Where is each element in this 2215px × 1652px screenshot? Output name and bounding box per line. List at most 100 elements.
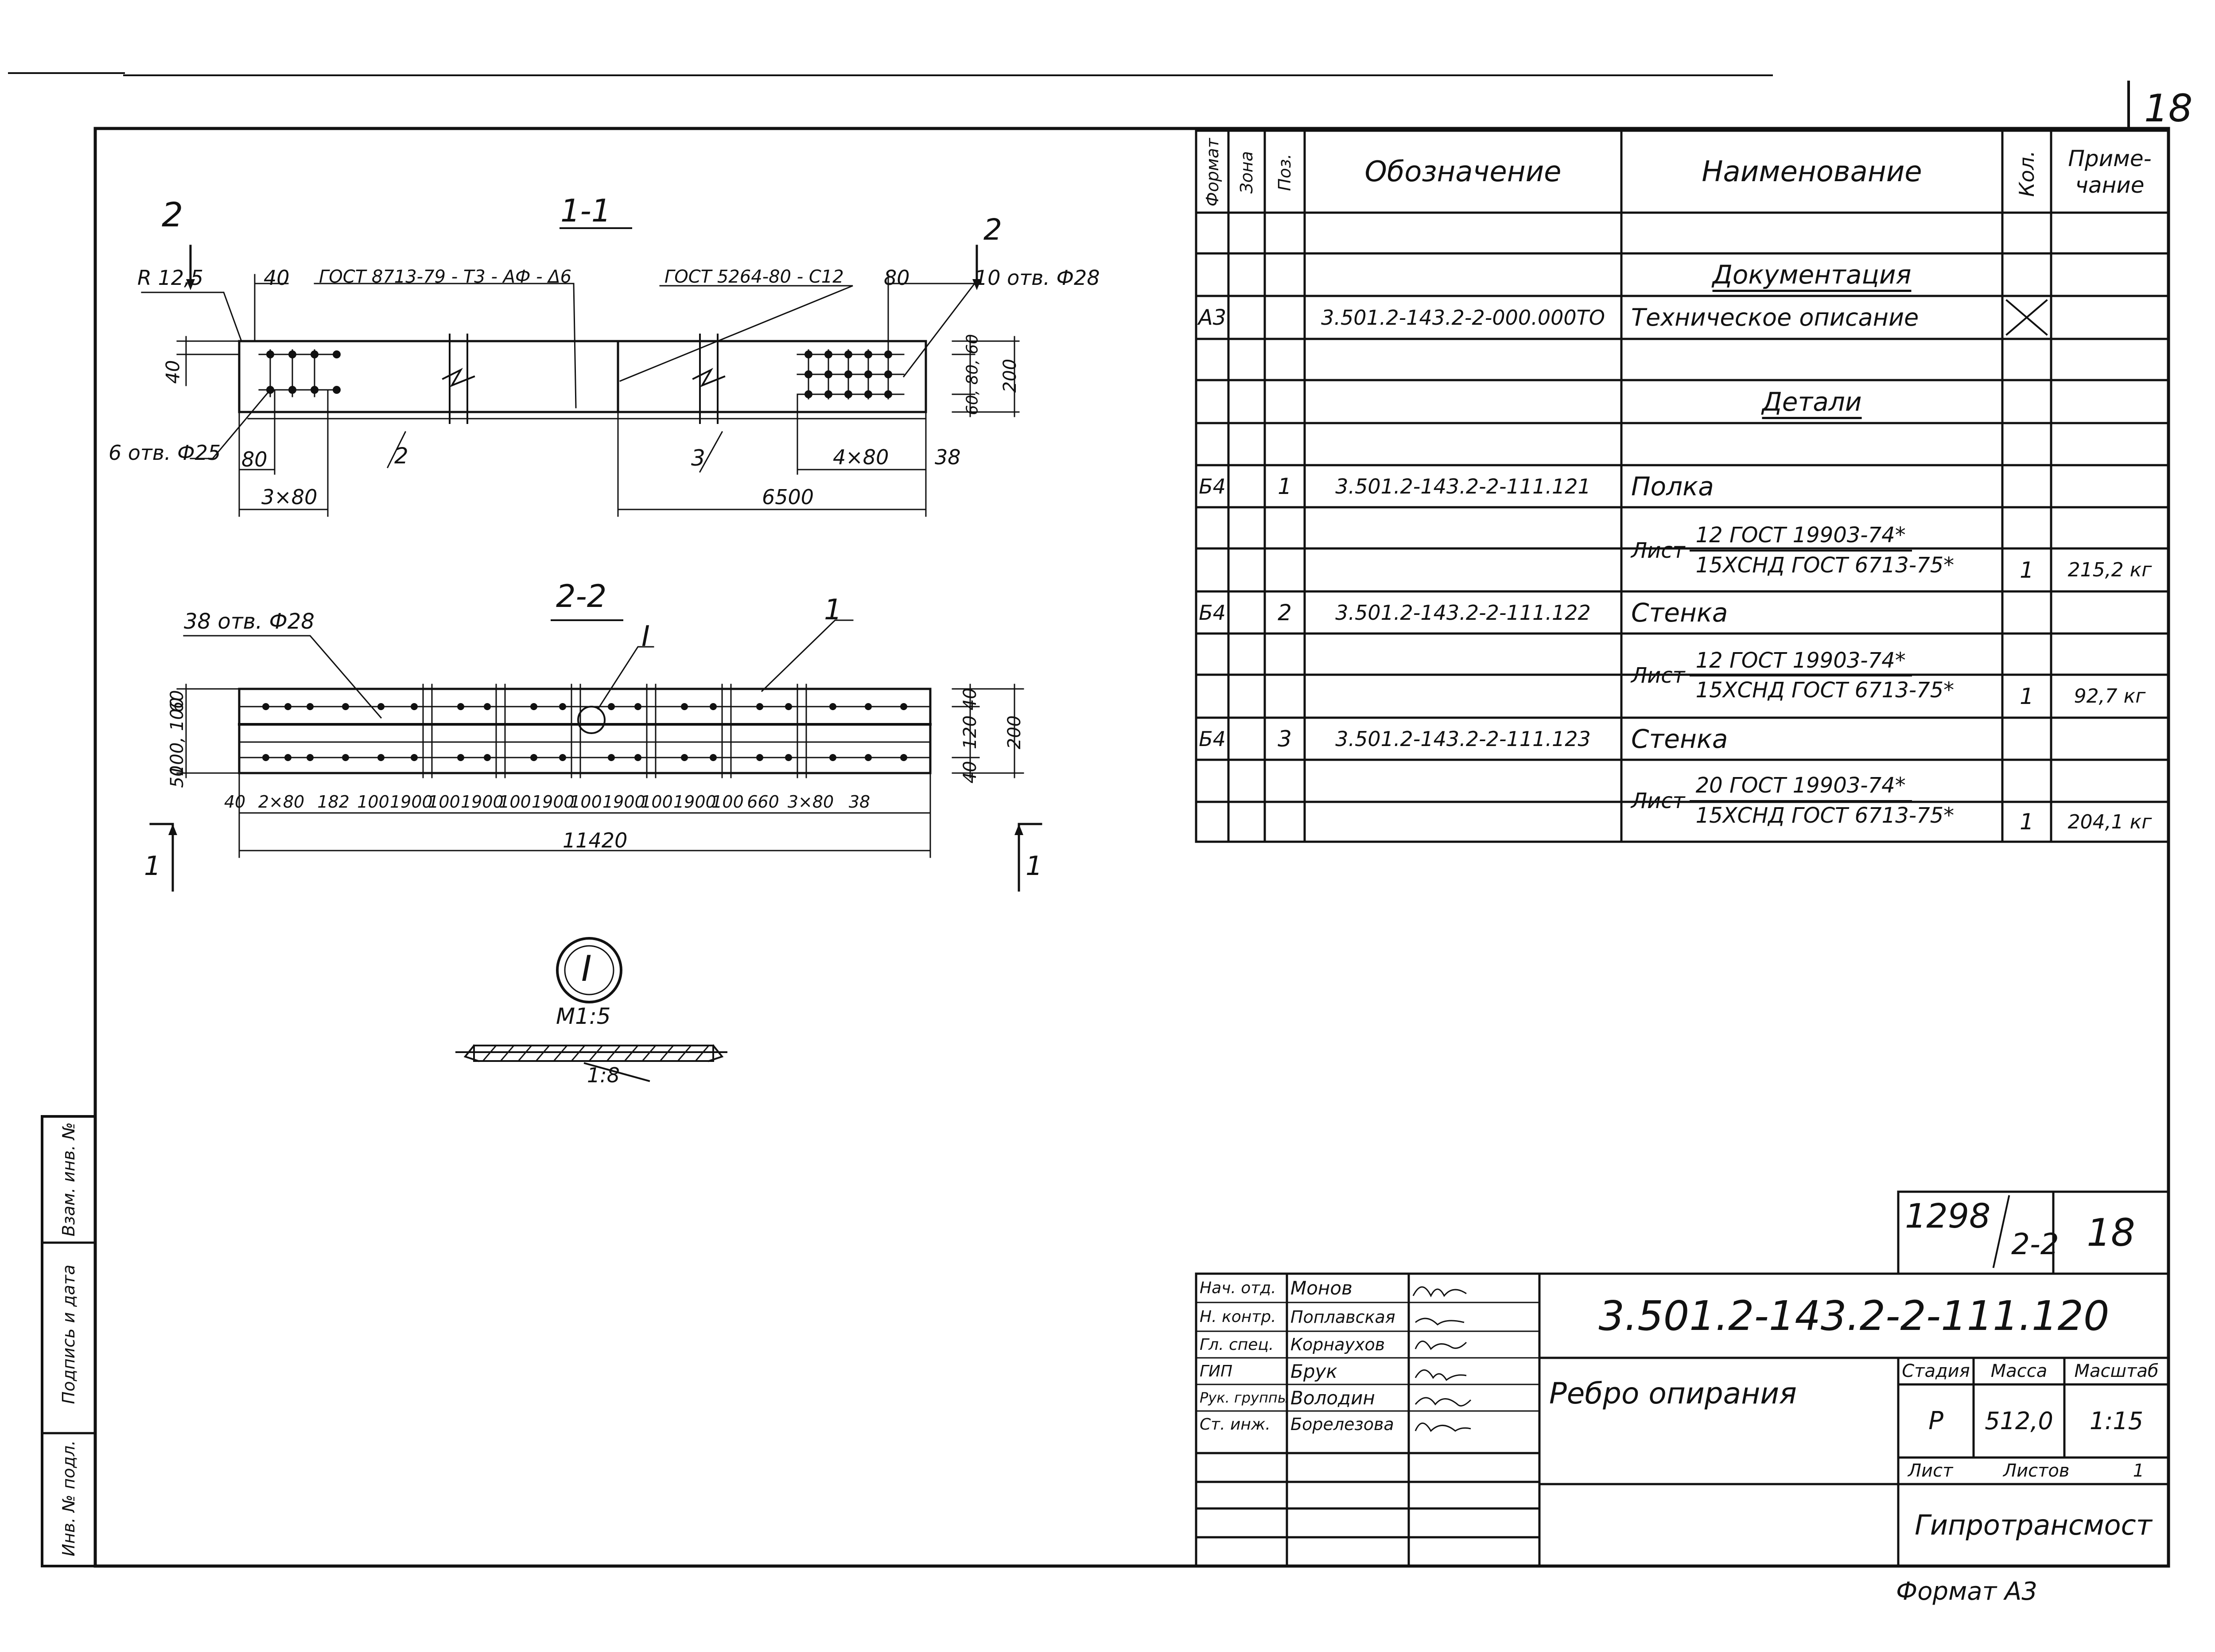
sheet-label: Лист <box>1908 1461 1953 1481</box>
mass-label: Масса <box>1990 1361 2048 1381</box>
radius-label: R 12,5 <box>137 266 204 290</box>
pos-3-label: 3 <box>691 445 705 471</box>
stage-label: Стадия <box>1902 1361 1970 1381</box>
dim-80-top: 80 <box>884 266 910 290</box>
holes-38-label: 38 отв. Ф28 <box>184 609 315 634</box>
section-1-1-title: 1-1 <box>560 193 611 229</box>
material-prefix: Лист <box>1631 663 1685 688</box>
document-title: Ребро опирания <box>1549 1376 1797 1411</box>
header-note-line2: чание <box>2075 172 2145 198</box>
header-qty: Кол. <box>2015 150 2039 197</box>
item-format: Б4 <box>1199 727 1226 751</box>
album-number: 1298 <box>1905 1196 1991 1236</box>
dim-120: 120 <box>960 715 980 750</box>
item-name: Стенка <box>1631 597 1728 628</box>
doc-designation: 3.501.2-143.2-2-000.000ТО <box>1321 305 1605 330</box>
item-note: 215,2 кг <box>2067 559 2152 581</box>
detail-scale: М1:5 <box>556 1003 611 1029</box>
material-fraction: 12 ГОСТ 19903-74* 15ХСНД ГОСТ 6713-75* <box>1689 523 1961 578</box>
chain-dim: 660 <box>747 792 779 812</box>
header-designation: Обозначение <box>1364 155 1562 188</box>
holes-6-label: 6 отв. Ф25 <box>109 441 221 465</box>
cut-mark-1-right: 1 <box>1026 851 1043 882</box>
item-position: 1 <box>1278 473 1292 499</box>
chain-dim: 100 <box>711 792 744 812</box>
cut-mark-2-left: 2 <box>162 195 183 234</box>
sheets-count: 1 <box>2133 1461 2145 1481</box>
signer-role: Нач. отд. <box>1200 1279 1276 1297</box>
item-note: 92,7 кг <box>2074 685 2146 707</box>
dim-38-top: 38 <box>935 445 961 469</box>
item-name: Стенка <box>1631 723 1728 754</box>
slope-label: 1:8 <box>587 1063 620 1087</box>
signer-role: Гл. спец. <box>1200 1335 1274 1354</box>
signer-name: Корнаухов <box>1290 1335 1385 1354</box>
album-part: 2-2 <box>2011 1227 2059 1261</box>
item-name: Полка <box>1631 471 1714 501</box>
chain-dim: 182 <box>317 792 350 812</box>
item-designation: 3.501.2-143.2-2-111.121 <box>1335 474 1591 498</box>
stamp-inv-original: Инв. № подл. <box>59 1440 78 1557</box>
cut-mark-1-left: 1 <box>144 851 161 882</box>
material-top: 20 ГОСТ 19903-74* <box>1689 774 1912 802</box>
chain-dim: 3×80 <box>787 792 834 812</box>
chain-dim: 1900 <box>461 792 504 812</box>
stamp-inv-replacement: Взам. инв. № <box>59 1122 78 1237</box>
dim-200-top: 200 <box>1000 358 1020 393</box>
item-qty: 1 <box>2020 809 2034 835</box>
item-position: 3 <box>1278 726 1292 752</box>
chain-dim: 1900 <box>602 792 645 812</box>
dim-80-bottom: 80 <box>241 447 268 471</box>
material-bottom: 15ХСНД ГОСТ 6713-75* <box>1695 803 1955 828</box>
dim-11420: 11420 <box>563 828 628 852</box>
item-material: Лист 12 ГОСТ 19903-74* 15ХСНД ГОСТ 6713-… <box>1621 509 2002 591</box>
item-note: 204,1 кг <box>2067 810 2152 833</box>
signer-name: Поплавская <box>1290 1307 1395 1327</box>
header-name: Наименование <box>1702 155 1922 188</box>
sheets-label: Листов <box>2003 1461 2070 1481</box>
chain-dim: 1900 <box>390 792 433 812</box>
node-I-label: I <box>641 620 650 653</box>
chain-dim: 100 <box>570 792 602 812</box>
item-designation: 3.501.2-143.2-2-111.122 <box>1335 600 1591 625</box>
organization: Гипротрансмост <box>1915 1509 2152 1541</box>
dim-4x80: 4×80 <box>833 445 889 469</box>
stamp-sign-date: Подпись и дата <box>59 1264 78 1404</box>
item-material: Лист 20 ГОСТ 19903-74* 15ХСНД ГОСТ 6713-… <box>1621 760 2002 842</box>
format-caption: Формат А3 <box>1896 1577 2037 1606</box>
cut-mark-2-right: 2 <box>983 213 1002 247</box>
dim-40-left: 40 <box>162 360 184 384</box>
header-note: Приме- чание <box>2051 131 2168 213</box>
sheet-number: 18 <box>2144 86 2193 131</box>
mass-value: 512,0 <box>1985 1407 2053 1435</box>
header-zone: Зона <box>1237 151 1256 194</box>
signer-name: Володин <box>1290 1387 1375 1409</box>
signer-name: Брук <box>1290 1360 1337 1382</box>
header-note-line1: Приме- <box>2068 145 2152 171</box>
chain-dim: 100 <box>357 792 389 812</box>
document-code: 3.501.2-143.2-2-111.120 <box>1598 1292 2110 1340</box>
chain-dim: 38 <box>848 792 870 812</box>
chain-dim: 1900 <box>532 792 575 812</box>
section-details: Детали <box>1762 386 1862 417</box>
signer-role: ГИП <box>1200 1362 1233 1380</box>
gost-channel-label: ГОСТ 5264-80 - С12 <box>664 267 844 287</box>
item-qty: 1 <box>2020 683 2034 709</box>
material-top: 12 ГОСТ 19903-74* <box>1689 648 1912 676</box>
chain-dim: 100 <box>641 792 673 812</box>
section-2-2-title: 2-2 <box>556 578 607 614</box>
chain-dim: 100 <box>428 792 460 812</box>
item-position: 2 <box>1278 599 1292 626</box>
scale-value: 1:15 <box>2089 1407 2144 1435</box>
material-bottom: 15ХСНД ГОСТ 6713-75* <box>1695 552 1955 578</box>
dim-6500: 6500 <box>762 485 814 509</box>
signer-role: Н. контр. <box>1200 1308 1276 1326</box>
dim-60-80-60: 60, 80, 60 <box>963 334 982 416</box>
item-format: Б4 <box>1199 474 1226 498</box>
material-fraction: 12 ГОСТ 19903-74* 15ХСНД ГОСТ 6713-75* <box>1689 648 1961 703</box>
album-sheet: 18 <box>2087 1210 2135 1255</box>
dim-3x80: 3×80 <box>261 485 318 509</box>
dim-50-left: 50 <box>167 765 187 788</box>
signer-role: Ст. инж. <box>1200 1415 1271 1434</box>
